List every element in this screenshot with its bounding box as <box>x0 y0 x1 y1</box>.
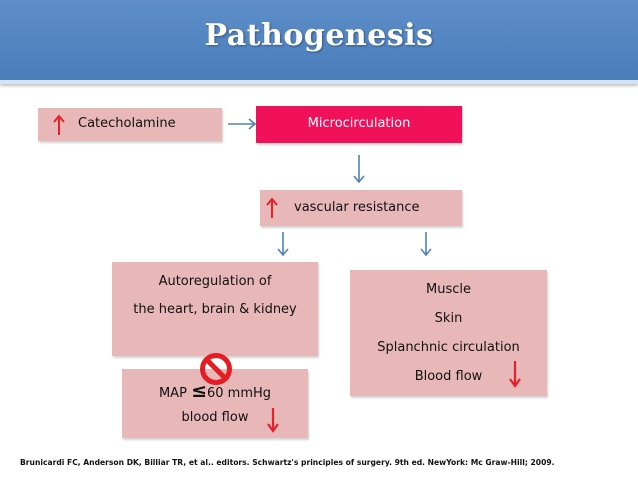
muscle-label: Muscle <box>426 282 471 297</box>
flow-arrow-icon <box>353 155 365 184</box>
down-arrow-icon <box>509 361 521 388</box>
blood-flow-label: Blood flow <box>414 369 483 384</box>
peripheral-circulation-box: Muscle Skin Splanchnic circulation Blood… <box>350 270 547 396</box>
autoregulation-line: Autoregulation of <box>158 274 272 289</box>
flow-arrow-icon <box>228 118 257 130</box>
microcirculation-label: Microcirculation <box>307 116 411 131</box>
catecholamine-label: Catecholamine <box>78 116 176 131</box>
flow-arrow-icon <box>277 232 289 257</box>
map-value: 60 mmHg <box>206 386 272 401</box>
less-equal-symbol: ≤ <box>191 380 207 402</box>
skin-label: Skin <box>434 311 463 326</box>
vascular-resistance-label: vascular resistance <box>294 200 420 215</box>
title-banner: Pathogenesis <box>0 0 638 84</box>
up-arrow-icon <box>53 114 65 135</box>
up-arrow-icon <box>266 197 278 218</box>
catecholamine-box: Catecholamine <box>38 108 222 141</box>
prohibition-icon <box>200 353 232 385</box>
microcirculation-box: Microcirculation <box>256 106 462 143</box>
autoregulation-box: Autoregulation of the heart, brain & kid… <box>112 262 318 356</box>
slide-title: Pathogenesis <box>204 18 434 53</box>
splanchnic-label: Splanchnic circulation <box>377 340 520 355</box>
map-label: MAP <box>158 386 187 401</box>
map-blood-flow-label: blood flow <box>181 410 249 425</box>
autoregulation-line: the heart, brain & kidney <box>133 302 297 317</box>
down-arrow-icon <box>267 408 279 433</box>
flow-arrow-icon <box>420 232 432 257</box>
citation: Brunicardi FC, Anderson DK, Billiar TR, … <box>20 458 555 467</box>
vascular-resistance-box: vascular resistance <box>260 190 462 226</box>
